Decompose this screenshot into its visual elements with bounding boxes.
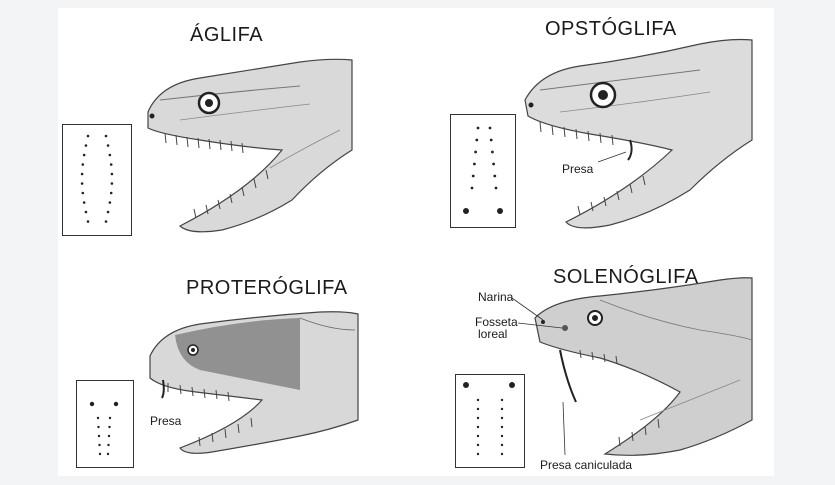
presa-caniculada-label: Presa caniculada <box>540 459 632 472</box>
narina-label: Narina <box>478 291 513 304</box>
loreal-label: loreal <box>478 328 507 341</box>
